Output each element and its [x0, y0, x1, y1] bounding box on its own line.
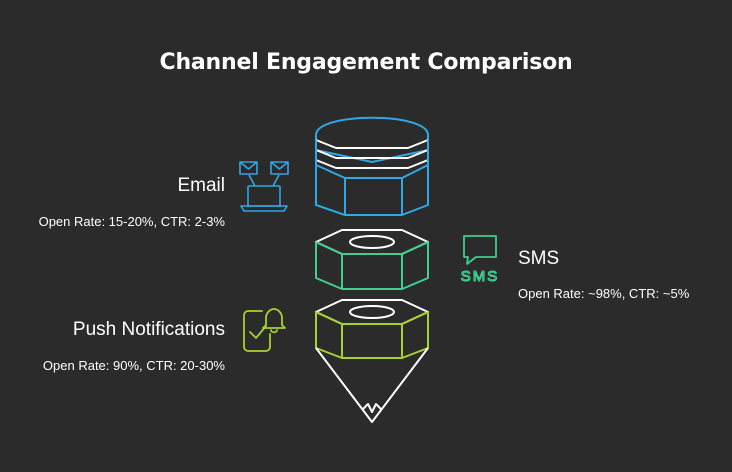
push-nut-hole [349, 305, 395, 319]
email-label: Email [177, 175, 225, 196]
funnel-tip-notch [361, 403, 383, 413]
email-cylinder [315, 116, 429, 216]
push-notifications-label: Push Notifications [72, 319, 225, 340]
email-hex-top [315, 164, 429, 179]
push-nut [315, 299, 429, 423]
funnel-tip [315, 347, 429, 423]
email-cylinder-top [315, 116, 429, 163]
push-nut-front [315, 312, 429, 359]
push-nut-upper-edge [315, 311, 429, 325]
phone-bell-icon [243, 308, 286, 352]
sms-icon-text: SMS [461, 268, 500, 285]
sms-nut-front [315, 242, 429, 290]
email-band-3 [315, 159, 429, 169]
chat-bubble-icon [463, 235, 497, 265]
sms-stats: Open Rate: ~98%, CTR: ~5% [518, 286, 690, 301]
diagram-title: Channel Engagement Comparison [159, 50, 573, 75]
email-band-1 [315, 139, 429, 149]
laptop-email-icon [239, 161, 289, 212]
email-hex-body [315, 140, 429, 216]
sms-nut-upper-edge [315, 241, 429, 255]
sms-label: SMS [518, 248, 560, 269]
email-stats: Open Rate: 15-20%, CTR: 2-3% [38, 214, 225, 229]
email-band-2 [315, 149, 429, 159]
sms-nut-hole [349, 235, 395, 249]
push-notifications-stats: Open Rate: 90%, CTR: 20-30% [42, 358, 225, 373]
sms-nut [315, 229, 429, 290]
